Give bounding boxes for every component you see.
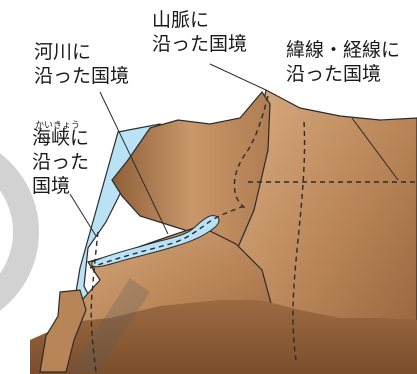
mountain-ridge xyxy=(111,91,271,253)
peninsula-left xyxy=(39,289,87,373)
label-strait-ruby: かいきょう xyxy=(35,121,81,131)
label-mountain-border: 山脈に 沿った国境 xyxy=(152,8,247,56)
label-latlon-line1: 緯線・経線に xyxy=(286,39,401,61)
leader-lines xyxy=(69,63,399,237)
label-strait-border: 海峡に 沿った 国境 xyxy=(32,126,89,198)
label-river-border: 河川に 沿った国境 xyxy=(34,40,129,88)
border-mountain xyxy=(233,95,269,211)
shadow-band xyxy=(70,278,150,372)
land-front-face xyxy=(30,300,417,374)
label-river-line2: 沿った国境 xyxy=(34,65,130,87)
leader-strait xyxy=(69,193,97,237)
border-river xyxy=(89,205,245,269)
river xyxy=(91,215,220,268)
leader-river xyxy=(99,91,169,235)
label-latlon-border: 緯線・経線に 沿った国境 xyxy=(286,38,400,86)
border-lines xyxy=(89,95,417,373)
label-latlon-line2: 沿った国境 xyxy=(286,63,382,85)
label-mountain-line1: 山脈に xyxy=(152,9,210,31)
label-strait-line2: 沿った xyxy=(32,151,90,173)
label-river-line1: 河川に xyxy=(34,41,92,63)
watermark-ring xyxy=(0,153,39,311)
leader-latlon xyxy=(351,117,399,181)
label-mountain-line2: 沿った国境 xyxy=(152,33,248,55)
leader-mountain xyxy=(209,63,267,91)
label-strait-line1: 海峡に xyxy=(32,127,90,149)
label-strait-line3: 国境 xyxy=(32,175,71,197)
border-longitude xyxy=(292,121,306,361)
